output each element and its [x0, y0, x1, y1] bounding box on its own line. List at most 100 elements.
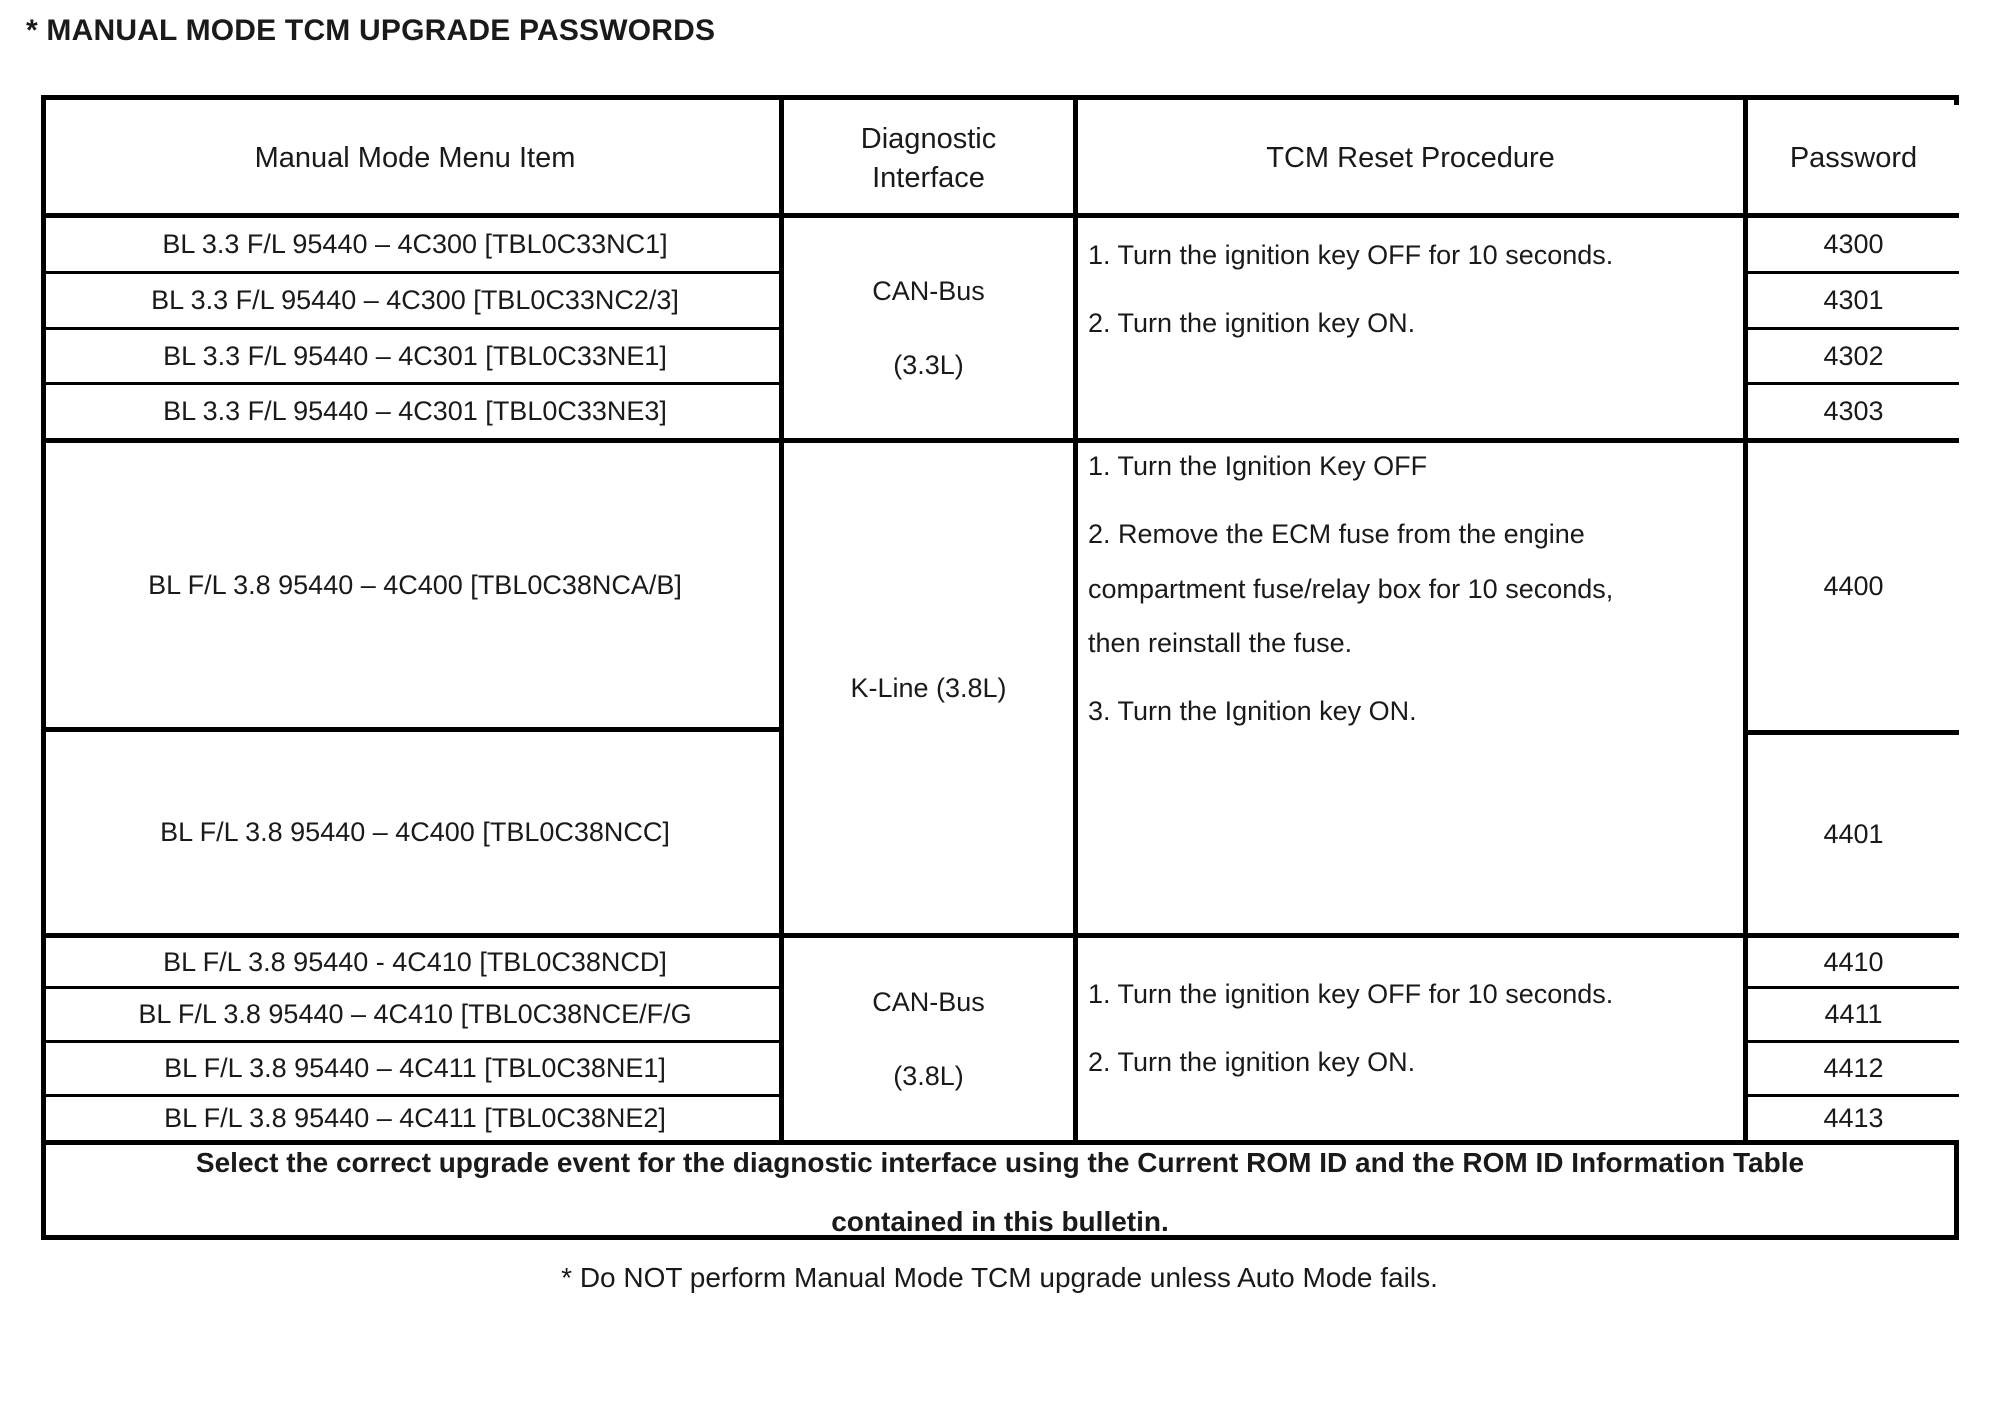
note-separator-rule	[46, 1140, 1954, 1145]
row-rule	[46, 1094, 779, 1097]
table-note-row: Select the correct upgrade event for the…	[46, 1145, 1954, 1240]
password-value: 4413	[1823, 1103, 1884, 1134]
password-cell: 4413	[1748, 1097, 1959, 1140]
password-cell: 4412	[1748, 1043, 1959, 1094]
diagnostic-interface-line1: CAN-Bus	[872, 275, 985, 306]
menu-item-label: BL 3.3 F/L 95440 – 4C300 [TBL0C33NC1]	[162, 229, 668, 260]
procedure-step-2-line-3: then reinstall the fuse.	[1088, 628, 1353, 659]
row-rule	[46, 382, 779, 385]
column-rule-interface-procedure	[1073, 100, 1078, 1140]
password-cell: 4401	[1748, 735, 1959, 933]
menu-item-label: BL F/L 3.8 95440 – 4C411 [TBL0C38NE1]	[164, 1053, 666, 1084]
menu-item-cell: BL 3.3 F/L 95440 – 4C300 [TBL0C33NC1]	[51, 218, 779, 271]
password-value: 4410	[1823, 946, 1884, 977]
procedure-step-1: 1. Turn the ignition key OFF for 10 seco…	[1088, 240, 1614, 270]
menu-item-cell: BL F/L 3.8 95440 – 4C400 [TBL0C38NCA/B]	[51, 443, 779, 727]
procedure-step-3: 3. Turn the Ignition key ON.	[1088, 696, 1417, 727]
header-tcm-reset-procedure: TCM Reset Procedure	[1078, 105, 1743, 213]
password-row-rule	[1743, 1040, 1959, 1043]
tcm-reset-procedure-cell: 1. Turn the Ignition Key OFF 2. Remove t…	[1078, 452, 1743, 726]
password-cell: 4400	[1748, 443, 1959, 730]
menu-item-cell: BL F/L 3.8 95440 – 4C411 [TBL0C38NE1]	[51, 1043, 779, 1094]
diagnostic-interface-line2: (3.3L)	[893, 350, 964, 380]
column-rule-procedure-password	[1743, 100, 1748, 1140]
row-rule	[46, 727, 779, 732]
table-note-line-2: contained in this bulletin.	[831, 1205, 1169, 1237]
password-value: 4400	[1823, 571, 1884, 602]
password-value: 4301	[1823, 285, 1884, 316]
diagnostic-interface-line1: CAN-Bus	[872, 986, 985, 1017]
menu-item-label: BL 3.3 F/L 95440 – 4C301 [TBL0C33NE3]	[163, 396, 667, 427]
password-row-rule	[1743, 382, 1959, 385]
password-cell: 4300	[1748, 218, 1959, 271]
procedure-gap	[1088, 480, 1743, 520]
password-value: 4300	[1823, 229, 1884, 260]
password-row-rule	[1743, 327, 1959, 330]
header-password: Password	[1748, 105, 1959, 213]
header-diagnostic-interface-line2: Interface	[872, 162, 985, 194]
group-separator-rule	[46, 933, 1954, 938]
header-diagnostic-interface-line1: Diagnostic	[860, 122, 997, 155]
tcm-upgrade-passwords-table: Manual Mode Menu Item Diagnostic Interfa…	[41, 95, 1959, 1240]
group-separator-rule	[46, 438, 1954, 443]
diagnostic-interface-line2: (3.8L)	[893, 1061, 964, 1091]
password-row-rule	[1743, 1094, 1959, 1097]
menu-item-cell: BL 3.3 F/L 95440 – 4C301 [TBL0C33NE1]	[51, 330, 779, 382]
password-cell: 4410	[1748, 938, 1959, 986]
page-title: * MANUAL MODE TCM UPGRADE PASSWORDS	[26, 14, 716, 47]
password-value: 4302	[1823, 340, 1884, 371]
password-value: 4411	[1824, 999, 1883, 1030]
menu-item-label: BL 3.3 F/L 95440 – 4C301 [TBL0C33NE1]	[163, 340, 667, 371]
diagnostic-interface-cell: CAN-Bus (3.3L)	[784, 218, 1073, 438]
password-cell: 4302	[1748, 330, 1959, 382]
header-menu-item-label: Manual Mode Menu Item	[254, 142, 576, 175]
procedure-step-2: 2. Remove the ECM fuse from the engine	[1088, 519, 1585, 550]
procedure-step-2: 2. Turn the ignition key ON.	[1088, 1047, 1416, 1078]
password-row-rule	[1743, 730, 1959, 735]
procedure-gap	[1088, 269, 1743, 309]
header-password-label: Password	[1789, 142, 1918, 175]
menu-item-cell: BL F/L 3.8 95440 – 4C400 [TBL0C38NCC]	[51, 732, 779, 933]
password-cell: 4303	[1748, 385, 1959, 438]
menu-item-label: BL F/L 3.8 95440 - 4C410 [TBL0C38NCD]	[163, 946, 667, 977]
menu-item-cell: BL F/L 3.8 95440 - 4C410 [TBL0C38NCD]	[51, 938, 779, 986]
procedure-step-2: 2. Turn the ignition key ON.	[1088, 308, 1416, 339]
menu-item-cell: BL F/L 3.8 95440 – 4C410 [TBL0C38NCE/F/G	[51, 989, 779, 1040]
menu-item-label: BL F/L 3.8 95440 – 4C410 [TBL0C38NCE/F/G	[138, 999, 692, 1030]
diagnostic-interface-line1: K-Line (3.8L)	[850, 672, 1007, 703]
row-rule	[46, 271, 779, 274]
header-diagnostic-interface: Diagnostic Interface	[784, 105, 1073, 213]
header-bottom-rule	[46, 213, 1954, 218]
header-tcm-reset-procedure-label: TCM Reset Procedure	[1266, 142, 1555, 175]
password-row-rule	[1743, 986, 1959, 989]
procedure-step-1: 1. Turn the Ignition Key OFF	[1088, 451, 1428, 481]
procedure-gap	[1088, 657, 1743, 697]
procedure-step-1: 1. Turn the ignition key OFF for 10 seco…	[1088, 979, 1614, 1009]
password-row-rule	[1743, 271, 1959, 274]
menu-item-label: BL 3.3 F/L 95440 – 4C300 [TBL0C33NC2/3]	[151, 285, 679, 316]
menu-item-cell: BL 3.3 F/L 95440 – 4C300 [TBL0C33NC2/3]	[51, 274, 779, 327]
column-rule-menu-interface	[779, 100, 784, 1140]
procedure-step-2-line-2: compartment fuse/relay box for 10 second…	[1088, 573, 1614, 604]
row-rule	[46, 327, 779, 330]
password-value: 4412	[1823, 1053, 1884, 1084]
menu-item-cell: BL 3.3 F/L 95440 – 4C301 [TBL0C33NE3]	[51, 385, 779, 438]
password-value: 4401	[1823, 818, 1884, 849]
menu-item-label: BL F/L 3.8 95440 – 4C400 [TBL0C38NCA/B]	[148, 569, 682, 600]
menu-item-cell: BL F/L 3.8 95440 – 4C411 [TBL0C38NE2]	[51, 1097, 779, 1140]
menu-item-label: BL F/L 3.8 95440 – 4C411 [TBL0C38NE2]	[164, 1103, 666, 1134]
tcm-reset-procedure-cell: 1. Turn the ignition key OFF for 10 seco…	[1078, 241, 1743, 338]
row-rule	[46, 986, 779, 989]
password-value: 4303	[1823, 396, 1884, 427]
diagnostic-interface-cell: K-Line (3.8L)	[784, 443, 1073, 933]
header-menu-item: Manual Mode Menu Item	[51, 105, 779, 213]
tcm-reset-procedure-cell: 1. Turn the ignition key OFF for 10 seco…	[1078, 980, 1743, 1077]
password-cell: 4301	[1748, 274, 1959, 327]
row-rule	[46, 1040, 779, 1043]
diagnostic-interface-cell: CAN-Bus (3.8L)	[784, 938, 1073, 1140]
menu-item-label: BL F/L 3.8 95440 – 4C400 [TBL0C38NCC]	[160, 817, 670, 848]
footnote: * Do NOT perform Manual Mode TCM upgrade…	[561, 1262, 1438, 1293]
password-cell: 4411	[1748, 989, 1959, 1040]
table-note-line-1: Select the correct upgrade event for the…	[195, 1146, 1805, 1178]
procedure-gap	[1088, 1008, 1743, 1048]
